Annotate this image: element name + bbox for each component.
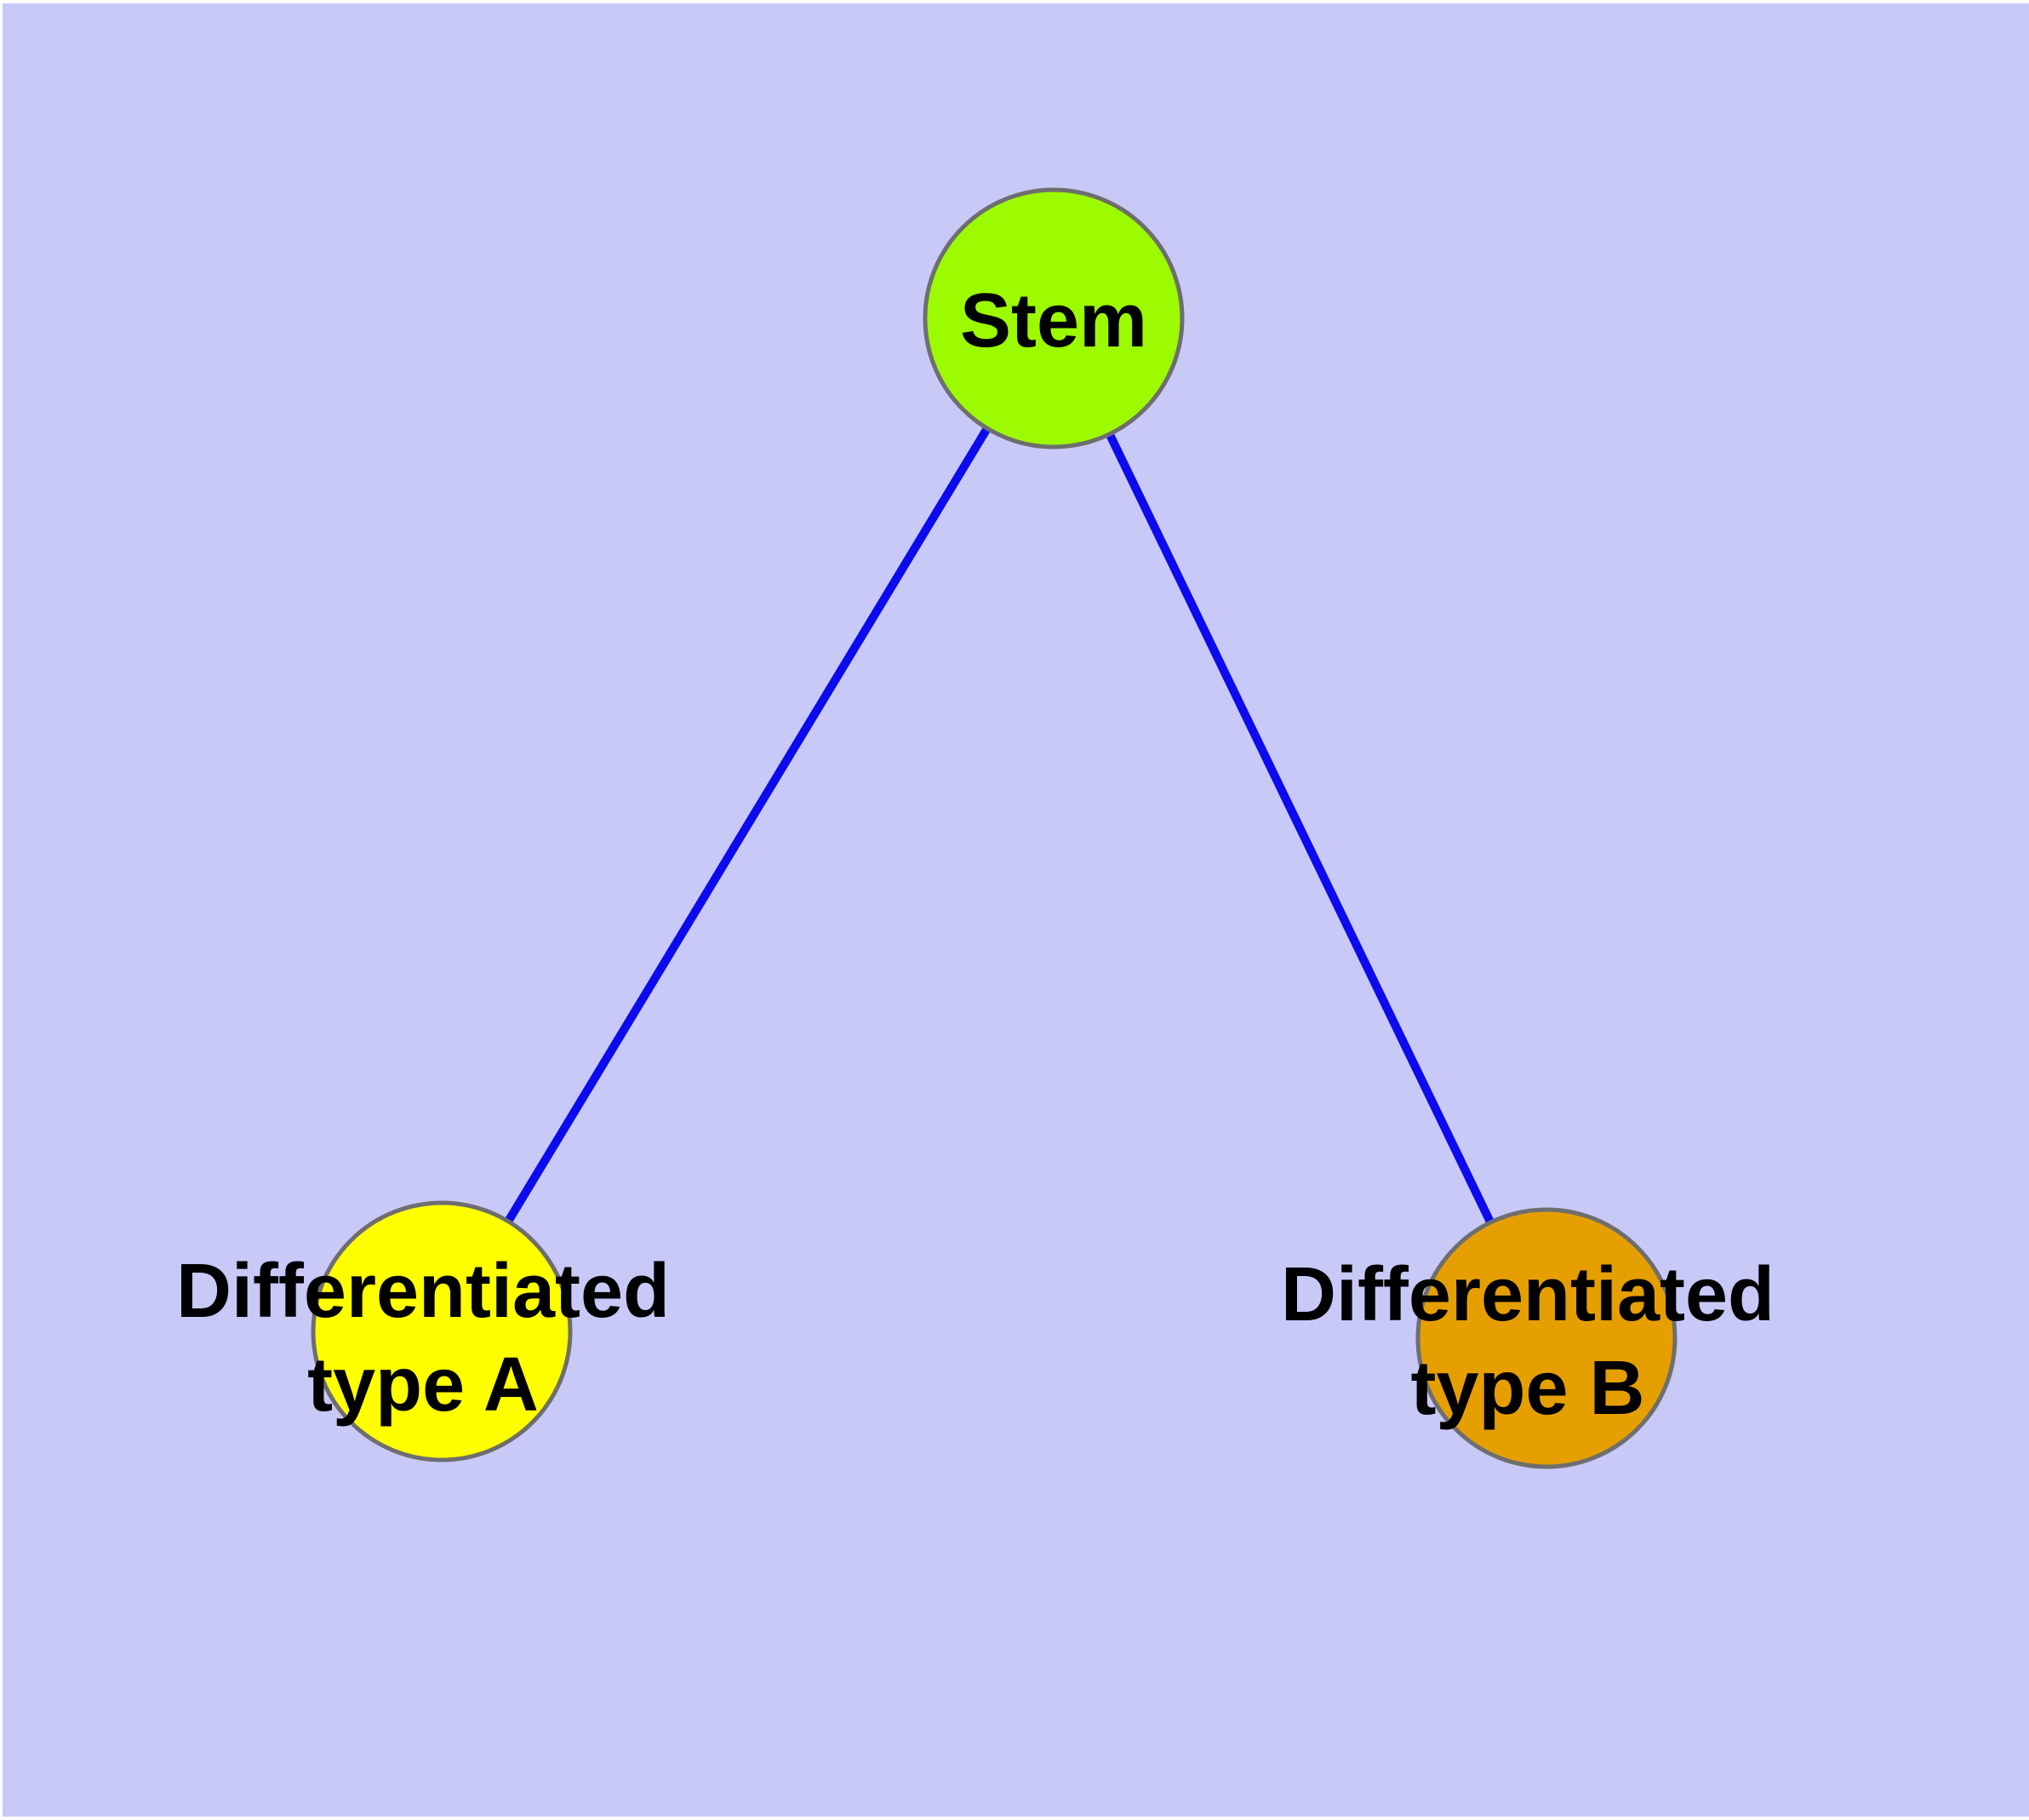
node-typeA-label-line1: Differentiated xyxy=(176,1249,670,1334)
node-stem xyxy=(923,187,1185,449)
node-stem-label: Stem xyxy=(960,278,1147,363)
node-typeA-label-line2: type A xyxy=(307,1342,539,1428)
node-typeB-label-line2: type B xyxy=(1410,1346,1644,1431)
edge-stem-to-typeB xyxy=(1049,316,1551,1341)
node-typeB-label-line1: Differentiated xyxy=(1281,1252,1775,1337)
node-typeA-label: Differentiated type A xyxy=(176,1249,670,1428)
edge-stem-to-typeA xyxy=(437,316,1058,1334)
node-differentiated-type-a xyxy=(311,1200,573,1462)
node-differentiated-type-b xyxy=(1415,1207,1677,1469)
node-typeB-label: Differentiated type B xyxy=(1281,1252,1775,1431)
